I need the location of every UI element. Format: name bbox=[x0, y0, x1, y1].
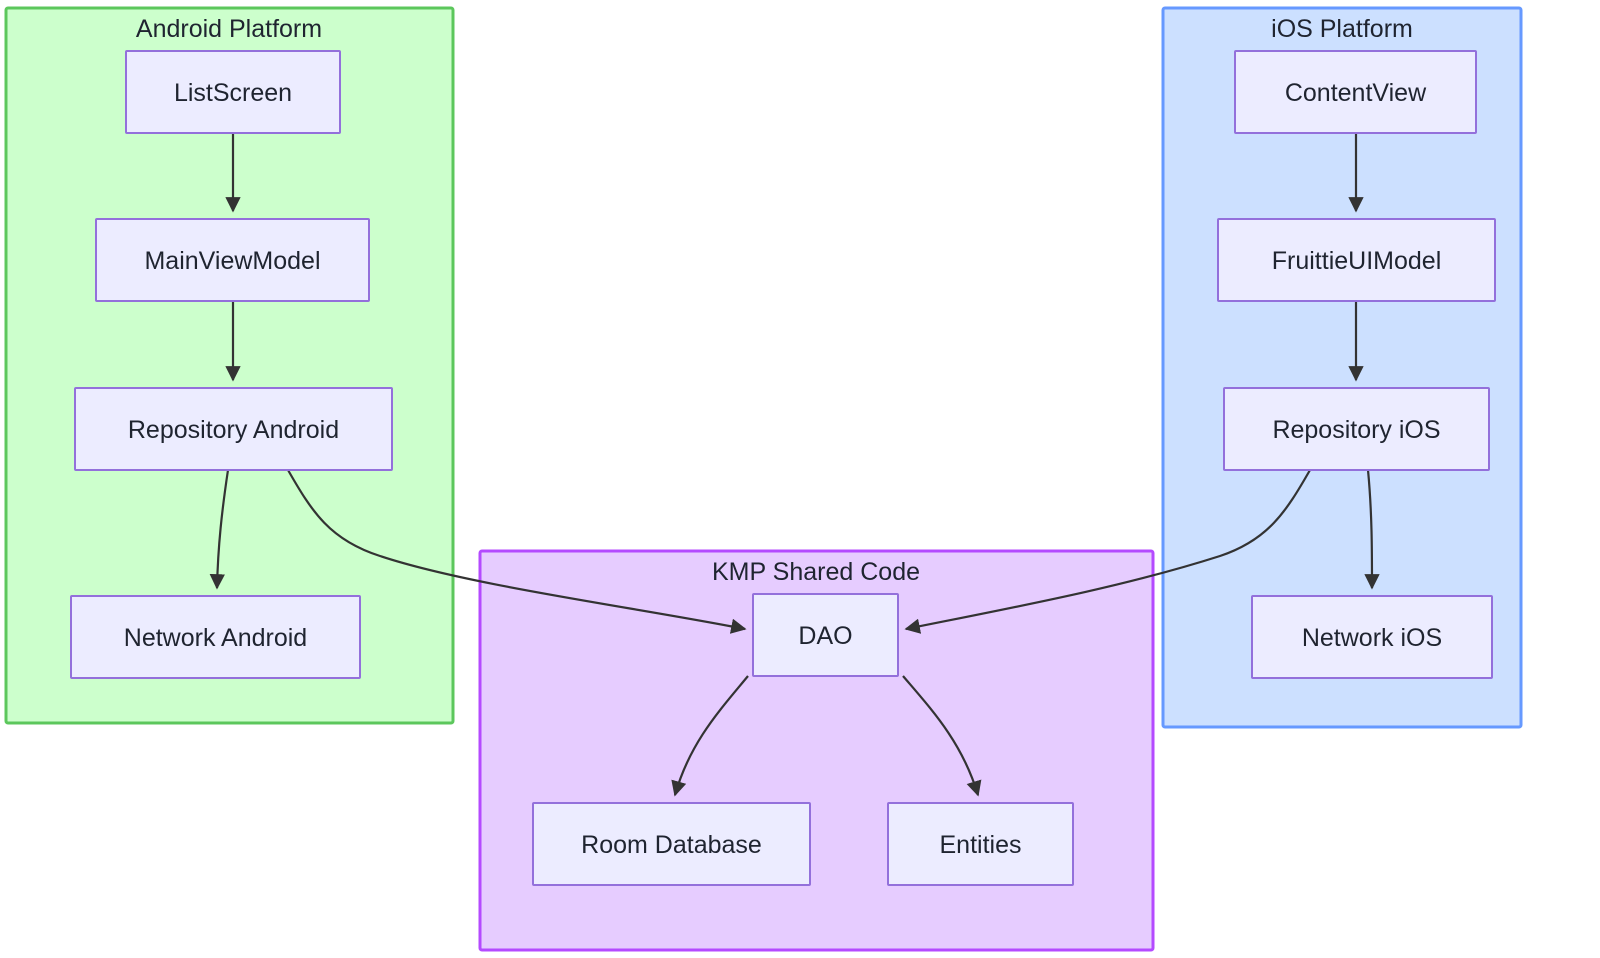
node-rect-fruittieui[interactable] bbox=[1217, 218, 1496, 302]
node-netios[interactable]: Network iOS bbox=[1251, 595, 1493, 679]
cluster-label-android: Android Platform bbox=[136, 15, 322, 43]
node-label-contentview: ContentView bbox=[1285, 79, 1427, 107]
node-rect-mainvm[interactable] bbox=[95, 218, 370, 302]
node-label-fruittieui: FruittieUIModel bbox=[1272, 247, 1442, 275]
cluster-android bbox=[4, 6, 455, 725]
node-label-roomdb: Room Database bbox=[581, 831, 762, 859]
cluster-ios bbox=[1161, 6, 1523, 729]
edge-group bbox=[209, 133, 1380, 797]
node-label-repoandroid: Repository Android bbox=[128, 416, 339, 444]
edge-dao-to-entities bbox=[902, 675, 982, 797]
node-roomdb[interactable]: Room Database bbox=[532, 802, 811, 886]
node-rect-listscreen[interactable] bbox=[125, 50, 341, 134]
node-dao[interactable]: DAO bbox=[752, 593, 899, 677]
node-netandroid[interactable]: Network Android bbox=[70, 595, 361, 679]
cluster-rect-ios bbox=[1161, 6, 1523, 729]
node-entities[interactable]: Entities bbox=[887, 802, 1074, 886]
edge-repoios-to-netios bbox=[1364, 469, 1380, 590]
cluster-rect-android bbox=[4, 6, 455, 725]
node-label-repoios: Repository iOS bbox=[1272, 416, 1440, 444]
node-rect-contentview[interactable] bbox=[1234, 50, 1477, 134]
node-label-mainvm: MainViewModel bbox=[144, 247, 320, 275]
node-listscreen[interactable]: ListScreen bbox=[125, 50, 341, 134]
node-label-dao: DAO bbox=[798, 622, 852, 650]
node-repoios[interactable]: Repository iOS bbox=[1223, 387, 1490, 471]
node-repoandroid[interactable]: Repository Android bbox=[74, 387, 393, 471]
node-label-entities: Entities bbox=[940, 831, 1022, 859]
node-label-netandroid: Network Android bbox=[124, 624, 307, 652]
edge-repoios-to-dao bbox=[904, 469, 1311, 634]
node-rect-netandroid[interactable] bbox=[70, 595, 361, 679]
node-rect-roomdb[interactable] bbox=[532, 802, 811, 886]
node-mainvm[interactable]: MainViewModel bbox=[95, 218, 370, 302]
node-rect-repoandroid[interactable] bbox=[74, 387, 393, 471]
edge-repoandroid-to-netandroid bbox=[209, 469, 230, 590]
node-label-listscreen: ListScreen bbox=[174, 79, 292, 107]
node-rect-repoios[interactable] bbox=[1223, 387, 1490, 471]
edge-dao-to-roomdb bbox=[671, 675, 749, 797]
node-rect-netios[interactable] bbox=[1251, 595, 1493, 679]
node-rect-entities[interactable] bbox=[887, 802, 1074, 886]
node-fruittieui[interactable]: FruittieUIModel bbox=[1217, 218, 1496, 302]
cluster-label-kmp: KMP Shared Code bbox=[712, 558, 920, 586]
node-contentview[interactable]: ContentView bbox=[1234, 50, 1477, 134]
node-label-netios: Network iOS bbox=[1302, 624, 1442, 652]
cluster-label-ios: iOS Platform bbox=[1271, 15, 1413, 43]
edge-repoandroid-to-dao bbox=[287, 469, 747, 634]
node-rect-dao[interactable] bbox=[752, 593, 899, 677]
